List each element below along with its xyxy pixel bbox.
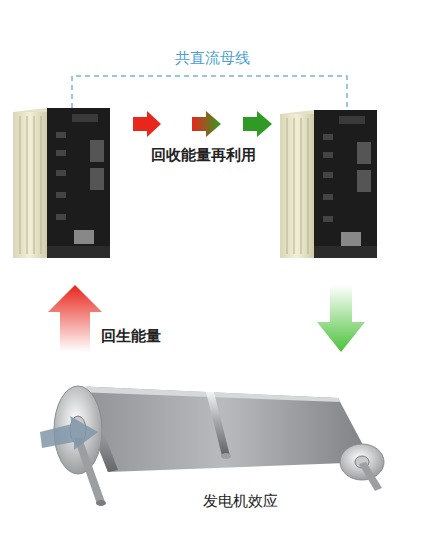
bus-label: 共直流母线: [175, 49, 250, 68]
servo-drive: [13, 108, 112, 258]
servo-drive: [280, 110, 378, 258]
regen-label: 回生能量: [101, 327, 161, 346]
energy-arrow: [243, 111, 272, 137]
regen-arrow: [48, 285, 102, 352]
reuse-arrow: [317, 285, 365, 352]
dc-bus-line: [72, 76, 347, 110]
energy-arrow: [133, 111, 161, 137]
energy-label: 回收能量再利用: [151, 146, 256, 165]
effect-label: 发电机效应: [203, 492, 278, 511]
roller-film: [40, 386, 384, 506]
energy-arrow: [192, 111, 221, 137]
